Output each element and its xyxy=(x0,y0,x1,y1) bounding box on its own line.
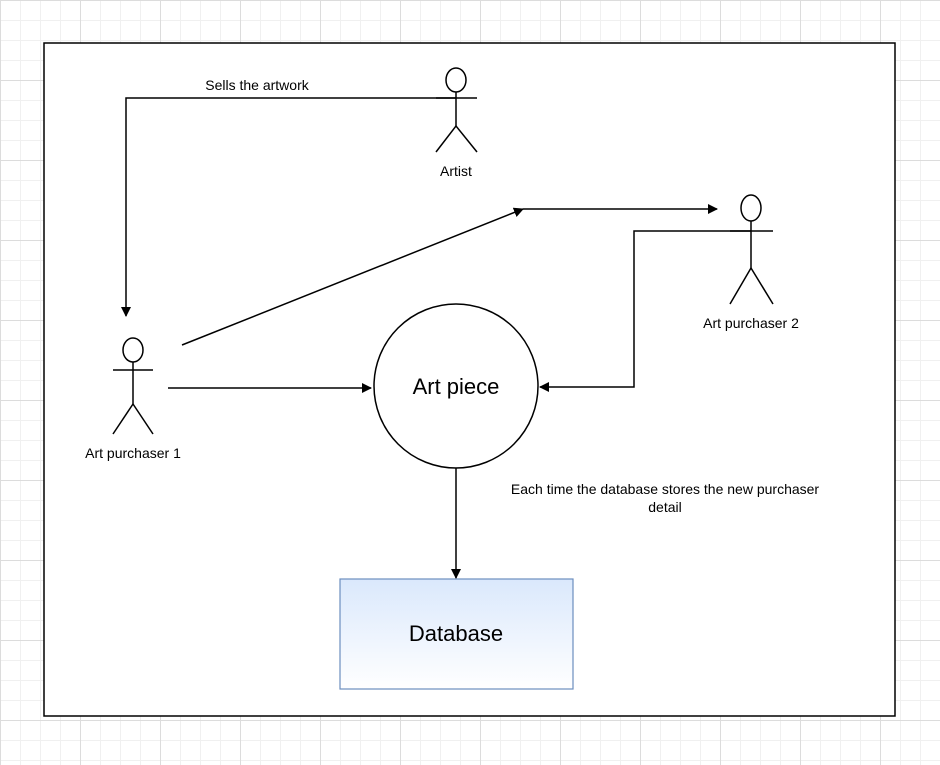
store-detail-label-line-2: detail xyxy=(648,499,681,515)
store-detail-label-line-1: Each time the database stores the new pu… xyxy=(511,481,820,497)
art-purchaser-1-actor[interactable] xyxy=(112,337,154,435)
art-purchaser-2-label: Art purchaser 2 xyxy=(703,315,799,331)
purchaser-2-to-art-piece-edge xyxy=(539,230,751,392)
art-purchaser-1-label: Art purchaser 1 xyxy=(85,445,181,461)
artist-label: Artist xyxy=(440,163,472,179)
database-label: Database xyxy=(409,621,503,646)
sells-artwork-label: Sells the artwork xyxy=(205,77,309,93)
sells-artwork-edge xyxy=(121,97,456,317)
art-purchaser-2-actor[interactable] xyxy=(729,194,774,305)
art-piece-label: Art piece xyxy=(413,374,500,399)
resale-edge xyxy=(181,207,524,346)
database-node[interactable] xyxy=(339,578,574,690)
